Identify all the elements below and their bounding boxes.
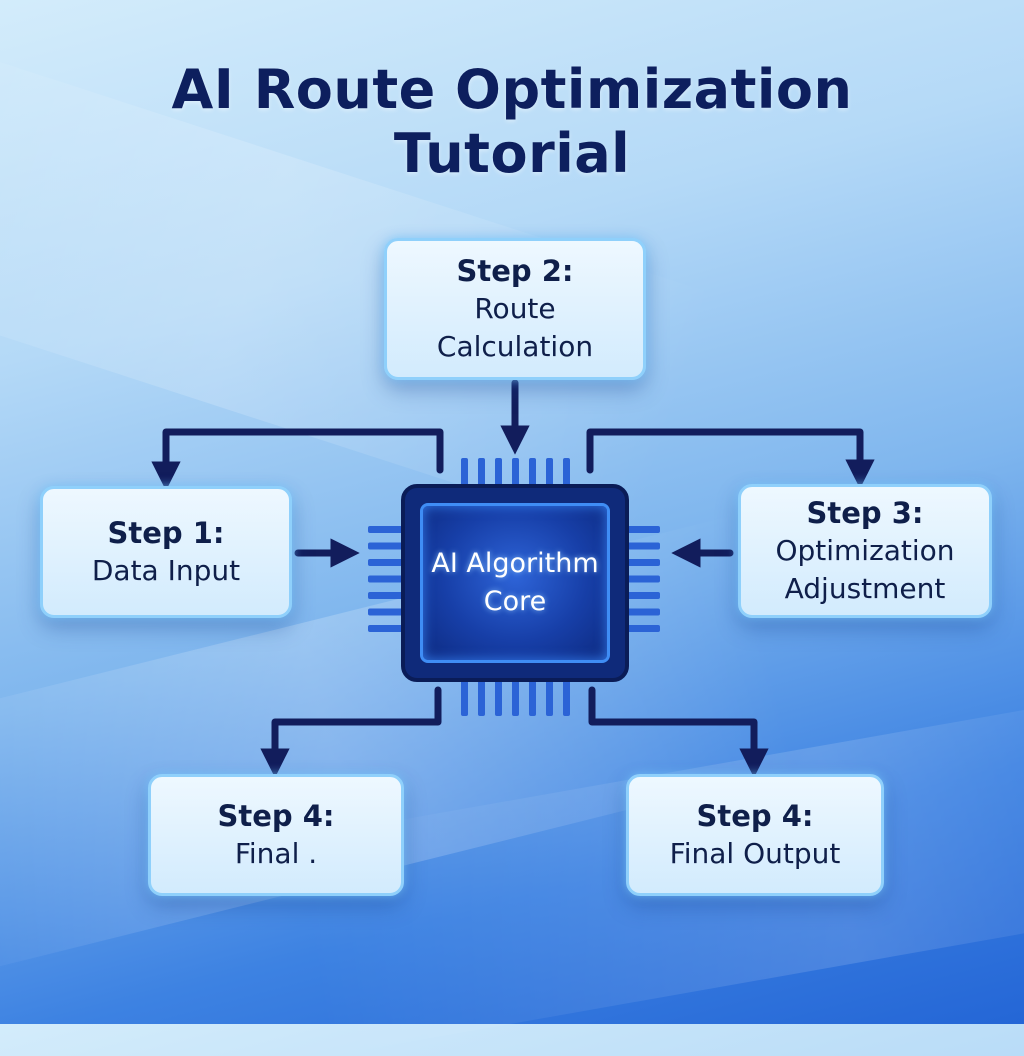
- chip-pin: [368, 526, 405, 533]
- chip-pin: [529, 678, 536, 716]
- step-1-box: Step 1: Data Input: [40, 486, 292, 618]
- connector-core-to-step4-left: [260, 686, 442, 778]
- title-line-2: Tutorial: [393, 122, 631, 185]
- step-1-label: Step 1:: [107, 516, 225, 550]
- chip-pin: [546, 678, 553, 716]
- ai-algorithm-core: AI Algorithm Core: [420, 503, 610, 663]
- chip-pin: [625, 592, 660, 599]
- step-2-text-line-2: Calculation: [436, 330, 594, 363]
- chip-pin: [368, 575, 405, 583]
- step-4-right-box: Step 4: Final Output: [626, 774, 884, 896]
- step-3-box: Step 3: Optimization Adjustment: [738, 484, 992, 618]
- chip-pin: [512, 678, 519, 716]
- step-4-right-text: Final Output: [669, 837, 841, 870]
- chip-pin: [368, 592, 405, 599]
- step-3-label: Step 3:: [806, 496, 924, 530]
- step-4-left-text: Final .: [234, 837, 318, 870]
- chip-pin: [368, 625, 405, 632]
- step-4-left-box: Step 4: Final .: [148, 774, 404, 896]
- page-title: AI Route Optimization Tutorial: [0, 58, 1024, 186]
- chip-pins: [368, 458, 660, 716]
- connector-core-to-step3: [586, 428, 875, 489]
- connector-core-to-step4-right: [588, 686, 769, 778]
- chip-pin: [625, 575, 660, 583]
- core-label-line-1: AI Algorithm: [431, 548, 599, 579]
- connector-core-to-step1: [151, 428, 444, 491]
- chip-pin: [368, 608, 405, 616]
- chip-pin: [529, 458, 536, 488]
- core-label-line-2: Core: [483, 586, 547, 617]
- chip-pin: [625, 542, 660, 550]
- chip-pin: [495, 678, 502, 716]
- chip-pin: [461, 678, 468, 716]
- chip-pin: [478, 678, 485, 716]
- chip-pin: [495, 458, 502, 488]
- chip-pin: [478, 458, 485, 488]
- chip-pin: [625, 526, 660, 533]
- step-2-text-line-1: Route: [474, 292, 556, 325]
- chip-pin: [546, 458, 553, 488]
- title-line-1: AI Route Optimization: [171, 58, 853, 121]
- chip-pin: [368, 542, 405, 550]
- chip-pin: [461, 458, 468, 488]
- chip-pin: [625, 625, 660, 632]
- step-4-left-label: Step 4:: [217, 799, 335, 833]
- chip-pin: [368, 559, 405, 566]
- chip-pin: [563, 458, 570, 488]
- step-4-right-label: Step 4:: [696, 799, 814, 833]
- step-2-label: Step 2:: [456, 254, 574, 288]
- chip-pin: [512, 458, 519, 488]
- chip-pin: [563, 678, 570, 716]
- chip-pin: [625, 559, 660, 566]
- step-1-text: Data Input: [91, 554, 241, 587]
- step-2-box: Step 2: Route Calculation: [384, 238, 646, 380]
- chip-pin: [625, 608, 660, 616]
- step-3-text-line-2: Adjustment: [784, 572, 946, 605]
- step-3-text-line-1: Optimization: [775, 534, 955, 567]
